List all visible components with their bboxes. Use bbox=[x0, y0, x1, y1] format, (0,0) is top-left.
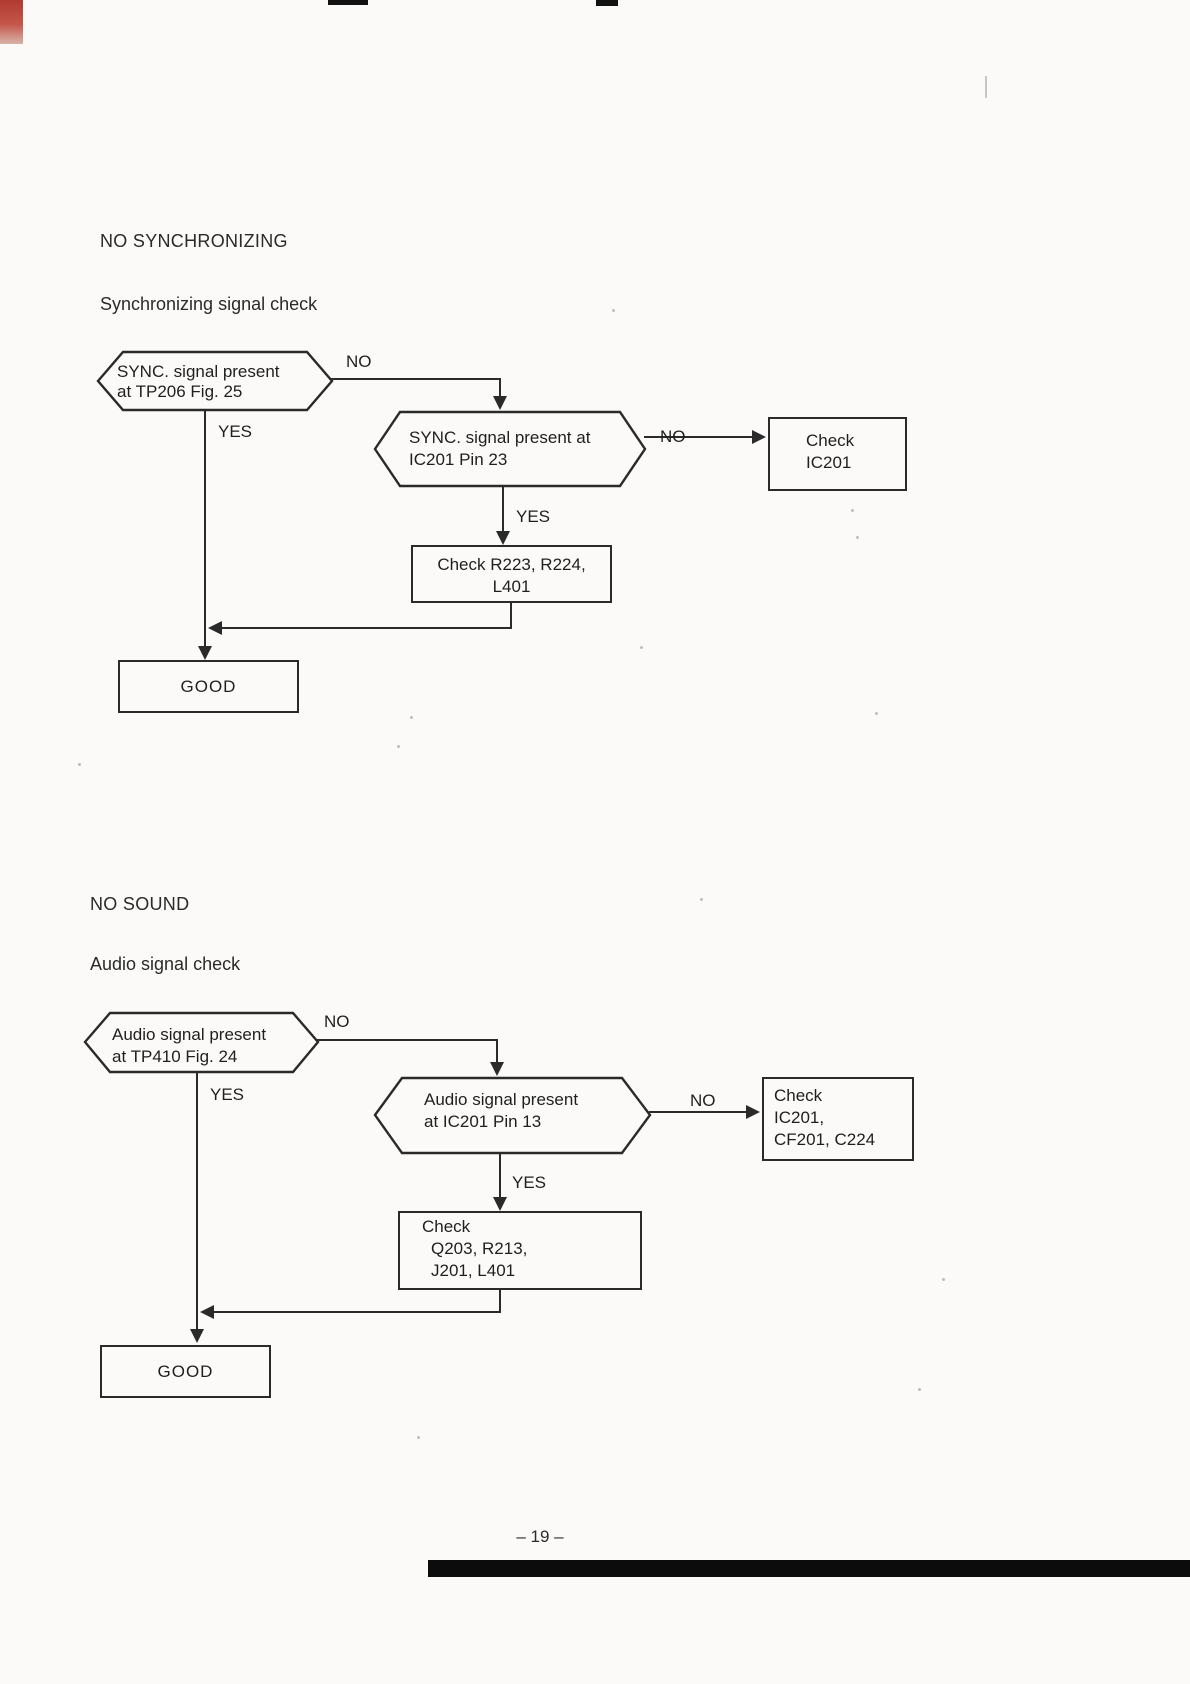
scan-speck bbox=[918, 1388, 921, 1391]
process-box-check-q203: Check Q203, R213, J201, L401 bbox=[398, 1211, 642, 1290]
scan-speck bbox=[78, 763, 81, 766]
process-text-line: L401 bbox=[492, 577, 531, 596]
decision-text-audio-tp410: Audio signal present at TP410 Fig. 24 bbox=[112, 1024, 266, 1068]
process-text-line: J201, L401 bbox=[431, 1261, 516, 1280]
branch-label-sync-no-2: NO bbox=[660, 427, 686, 446]
scan-artifact-scratch bbox=[985, 76, 987, 98]
terminal-box-good-sync: GOOD bbox=[118, 660, 299, 713]
arrowhead-audio-into-ic201 bbox=[490, 1062, 504, 1076]
arrowhead-sync-into-good bbox=[198, 646, 212, 660]
branch-label-audio-no-2: NO bbox=[690, 1091, 716, 1110]
decision-text-line: at TP206 Fig. 25 bbox=[117, 382, 243, 401]
branch-label-audio-yes-2: YES bbox=[512, 1173, 547, 1192]
connector-sync-return bbox=[219, 601, 512, 629]
section-title-no-sound: NO SOUND bbox=[90, 894, 190, 914]
section-subtitle-audio-check: Audio signal check bbox=[90, 954, 241, 974]
scan-speck bbox=[417, 1436, 420, 1439]
scan-speck bbox=[397, 745, 400, 748]
process-text-line: IC201 bbox=[806, 453, 852, 472]
scan-speck bbox=[875, 712, 878, 715]
arrowhead-sync-into-ic201 bbox=[493, 396, 507, 410]
scan-speck bbox=[942, 1278, 945, 1281]
scan-artifact-top-mark bbox=[328, 0, 368, 5]
process-text-line: Check bbox=[806, 431, 855, 450]
section-subtitle-sync-check: Synchronizing signal check bbox=[100, 294, 318, 314]
scan-artifact-top-mark bbox=[596, 0, 618, 6]
terminal-text: GOOD bbox=[180, 676, 237, 696]
process-text-line: CF201, C224 bbox=[774, 1130, 876, 1149]
process-box-check-ic201-audio: Check IC201, CF201, C224 bbox=[762, 1077, 914, 1161]
branch-label-sync-yes-2: YES bbox=[516, 507, 551, 526]
arrowhead-sync-into-check-ic201 bbox=[752, 430, 766, 444]
decision-text-sync-ic201: SYNC. signal present at IC201 Pin 23 bbox=[409, 427, 590, 471]
decision-text-line: Audio signal present bbox=[112, 1025, 267, 1044]
arrowhead-sync-into-check-parts bbox=[496, 531, 510, 545]
terminal-box-good-audio: GOOD bbox=[100, 1345, 271, 1398]
connector-sync-no-to-ic201 bbox=[331, 378, 501, 399]
scan-artifact-bottom-bar bbox=[428, 1560, 1190, 1577]
arrowhead-sync-return bbox=[208, 621, 222, 635]
decision-text-sync-tp206: SYNC. signal present at TP206 Fig. 25 bbox=[117, 362, 280, 402]
branch-label-sync-yes-1: YES bbox=[218, 422, 253, 441]
arrowhead-audio-into-check-parts bbox=[493, 1197, 507, 1211]
decision-text-line: Audio signal present bbox=[424, 1090, 579, 1109]
process-text-line: IC201, bbox=[774, 1108, 825, 1127]
scan-speck bbox=[851, 509, 854, 512]
scan-speck bbox=[856, 536, 859, 539]
decision-text-line: SYNC. signal present at bbox=[409, 428, 591, 447]
branch-label-audio-no-1: NO bbox=[324, 1012, 350, 1031]
scan-speck bbox=[640, 646, 643, 649]
terminal-text: GOOD bbox=[157, 1361, 214, 1381]
branch-label-sync-no-1: NO bbox=[346, 352, 372, 371]
arrowhead-audio-return bbox=[200, 1305, 214, 1319]
page-number: – 19 – bbox=[516, 1527, 564, 1546]
scan-speck bbox=[410, 716, 413, 719]
process-box-check-ic201-sync: Check IC201 bbox=[768, 417, 907, 491]
decision-text-line: SYNC. signal present bbox=[117, 362, 280, 381]
connector-audio-return bbox=[211, 1288, 501, 1313]
branch-label-audio-yes-1: YES bbox=[210, 1085, 245, 1104]
decision-text-line: at TP410 Fig. 24 bbox=[112, 1047, 238, 1066]
arrowhead-audio-into-good bbox=[190, 1329, 204, 1343]
scan-speck bbox=[612, 309, 615, 312]
process-text-line: Check bbox=[774, 1086, 823, 1105]
process-text-line: Check bbox=[422, 1217, 471, 1236]
decision-text-line: at IC201 Pin 13 bbox=[424, 1112, 542, 1131]
process-text-line: Check R223, R224, bbox=[437, 555, 586, 574]
arrowhead-audio-into-check-ic201 bbox=[746, 1105, 760, 1119]
decision-text-line: IC201 Pin 23 bbox=[409, 450, 508, 469]
section-title-no-synchronizing: NO SYNCHRONIZING bbox=[100, 231, 288, 251]
connector-audio-no-to-ic201 bbox=[317, 1039, 498, 1064]
scan-artifact-red-corner bbox=[0, 0, 23, 44]
scan-speck bbox=[700, 898, 703, 901]
decision-text-audio-ic201: Audio signal present at IC201 Pin 13 bbox=[424, 1089, 578, 1133]
process-box-check-r223: Check R223, R224, L401 bbox=[411, 545, 612, 603]
process-text-line: Q203, R213, bbox=[431, 1239, 528, 1258]
